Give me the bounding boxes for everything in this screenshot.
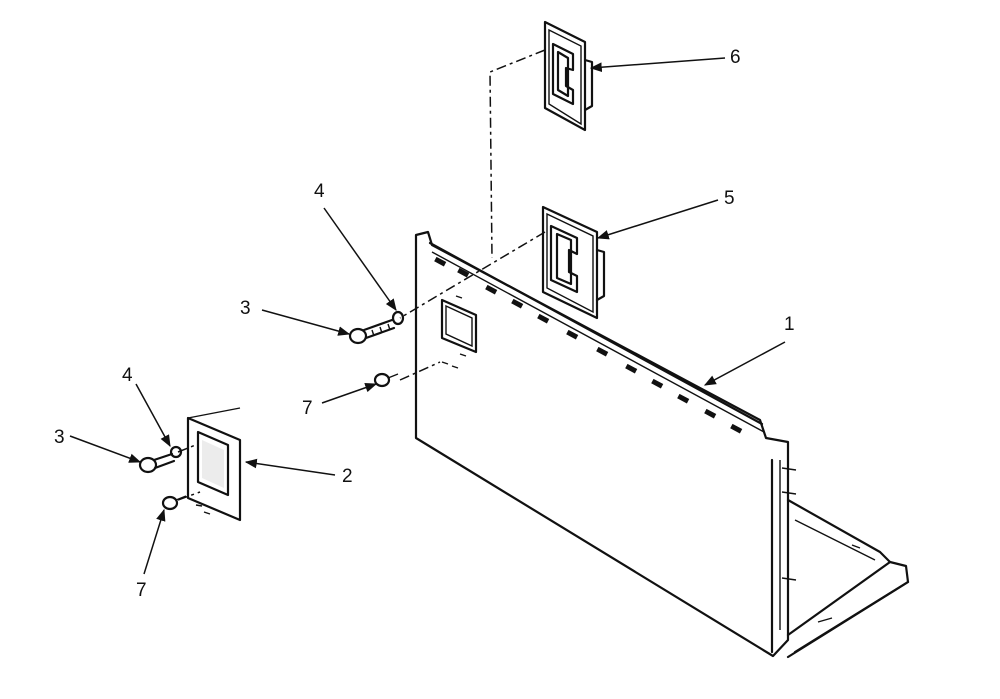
callout-6: 6 bbox=[730, 47, 741, 68]
callout-5: 5 bbox=[724, 188, 735, 209]
part-2-plate bbox=[186, 407, 242, 522]
callout-2: 2 bbox=[342, 466, 353, 487]
callout-7-lower: 7 bbox=[136, 580, 147, 601]
washer-4-lower bbox=[169, 445, 183, 459]
callout-1: 1 bbox=[784, 314, 795, 335]
part-6-bracket bbox=[543, 20, 594, 132]
callout-4-upper: 4 bbox=[314, 181, 325, 202]
leader-lines bbox=[69, 57, 786, 575]
screw-3-lower bbox=[138, 452, 176, 474]
part-1-panel bbox=[414, 230, 910, 659]
rivet-7-lower bbox=[161, 495, 187, 511]
part-5-bracket bbox=[541, 205, 606, 320]
callout-4-lower: 4 bbox=[122, 365, 133, 386]
rivet-7-upper bbox=[373, 372, 399, 388]
screw-3-upper bbox=[348, 318, 396, 345]
assembly-lines bbox=[177, 49, 546, 501]
washer-4-upper bbox=[391, 310, 405, 326]
callout-7-upper: 7 bbox=[302, 398, 313, 419]
callout-3-lower: 3 bbox=[54, 427, 65, 448]
callout-labels: 1 2 3 3 4 4 5 6 7 7 bbox=[54, 47, 795, 601]
callout-3-upper: 3 bbox=[240, 298, 251, 319]
